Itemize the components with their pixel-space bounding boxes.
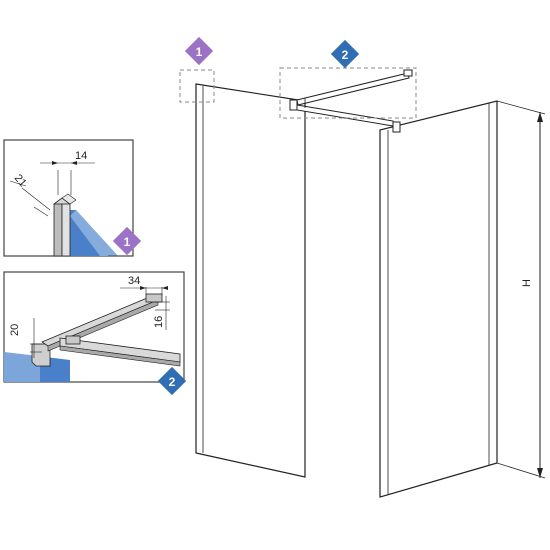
detail-2-dim-height-left: 20 bbox=[9, 324, 21, 336]
svg-text:1: 1 bbox=[124, 235, 131, 249]
stabilizer-bar-main bbox=[296, 72, 410, 106]
svg-text:2: 2 bbox=[342, 48, 349, 62]
svg-text:1: 1 bbox=[196, 45, 203, 59]
callout-box-2 bbox=[279, 67, 417, 119]
svg-text:2: 2 bbox=[169, 375, 176, 389]
left-glass-panel bbox=[195, 83, 306, 478]
detail-1-panel: 14 21 bbox=[3, 139, 134, 257]
callout-box-1 bbox=[179, 69, 215, 103]
badge-2-top: 2 bbox=[330, 39, 360, 69]
main-assembly: H bbox=[179, 67, 546, 498]
stabilizer-bar-cross bbox=[296, 104, 394, 127]
right-glass-panel bbox=[379, 100, 498, 498]
wall-bracket-left bbox=[289, 99, 298, 111]
height-dimension: H bbox=[496, 100, 546, 479]
detail-2-clamp bbox=[31, 343, 51, 367]
badge-1-top: 1 bbox=[184, 36, 214, 66]
detail-2-dim-width: 34 bbox=[128, 275, 140, 287]
detail-2-panel: 34 16 20 bbox=[3, 271, 185, 383]
detail-1-dim-width: 14 bbox=[75, 150, 87, 162]
wall-bracket-right bbox=[392, 121, 401, 133]
height-label: H bbox=[521, 279, 533, 287]
detail-2-dim-height-small: 16 bbox=[153, 316, 165, 328]
